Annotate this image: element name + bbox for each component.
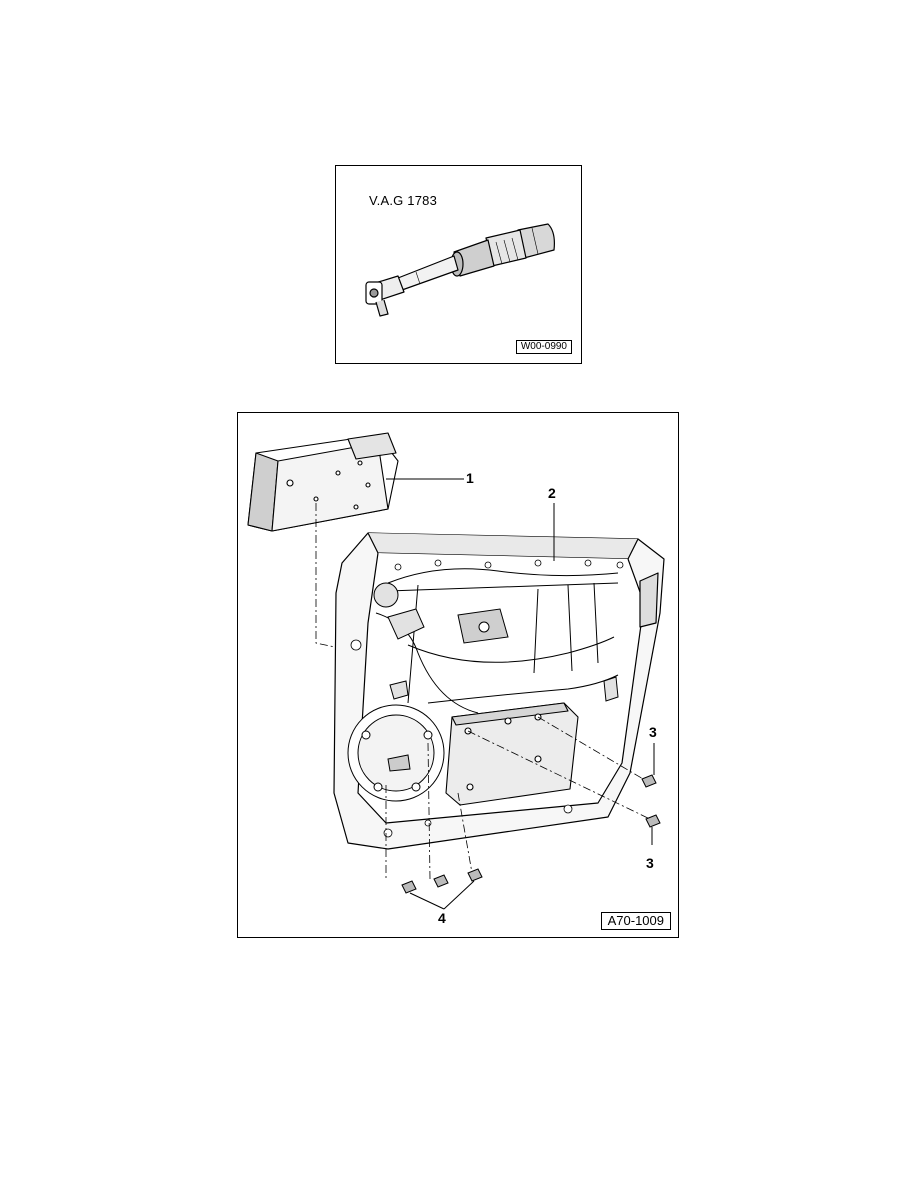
callout-3-upper: 3 bbox=[649, 724, 657, 740]
door-panel-figure: 1 2 3 3 4 A70-1009 bbox=[237, 412, 679, 938]
tool-designation: V.A.G 1783 bbox=[369, 193, 438, 208]
door-panel-illustration bbox=[247, 432, 665, 910]
callout-2: 2 bbox=[548, 485, 556, 501]
figure-code: W00-0990 bbox=[515, 340, 572, 354]
callout-4: 4 bbox=[438, 910, 446, 926]
trim-module-part bbox=[247, 432, 399, 532]
torque-wrench-illustration bbox=[365, 223, 555, 317]
callout-1: 1 bbox=[466, 470, 474, 486]
callout-3-lower: 3 bbox=[646, 855, 654, 871]
speaker-part bbox=[347, 704, 445, 802]
lower-module-part bbox=[445, 702, 579, 806]
figure-code: A70-1009 bbox=[600, 912, 671, 930]
torque-wrench-figure: V.A.G 1783 W00-0990 bbox=[335, 165, 582, 364]
